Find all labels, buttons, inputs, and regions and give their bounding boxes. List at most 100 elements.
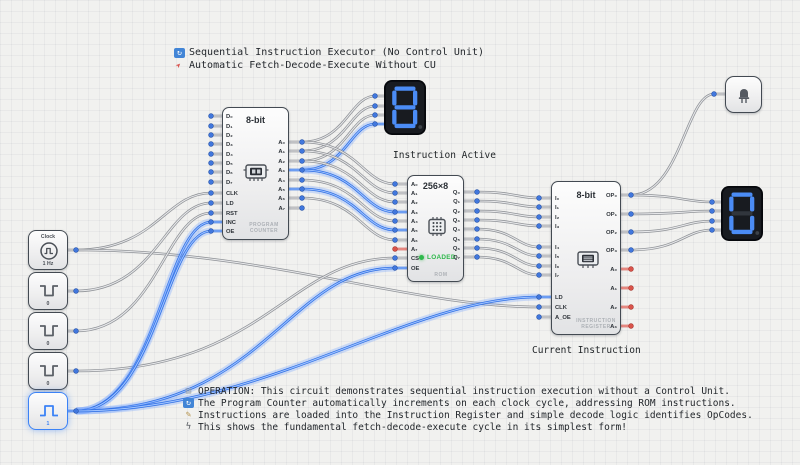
pin-dot[interactable] [299,139,305,145]
pin-dot[interactable] [208,210,214,216]
pin-dot[interactable] [536,244,542,250]
pin-dot[interactable] [73,408,79,414]
wire[interactable] [476,255,540,277]
wire[interactable] [301,168,396,214]
pin-dot[interactable] [208,160,214,166]
pin-dot[interactable] [208,151,214,157]
pin-dot[interactable] [299,177,305,183]
wire[interactable] [630,92,715,197]
pin-dot[interactable] [392,181,398,187]
wire[interactable] [301,94,376,144]
pin-dot[interactable] [536,204,542,210]
wire[interactable] [75,229,212,413]
wire[interactable] [75,248,540,309]
input-button-4[interactable]: 1 [28,392,68,430]
pin-dot[interactable] [536,214,542,220]
input-button-2[interactable]: 0 [28,312,68,350]
pin-dot[interactable] [372,103,378,109]
led-block[interactable] [725,76,762,113]
wire[interactable] [301,140,396,186]
wire[interactable] [301,113,376,163]
pin-dot[interactable] [474,226,480,232]
pin-dot[interactable] [299,167,305,173]
pin-dot[interactable] [536,223,542,229]
wire[interactable] [476,227,540,249]
pin-dot[interactable] [628,229,634,235]
pin-dot[interactable] [73,368,79,374]
pin-dot[interactable] [709,218,715,224]
pin-dot[interactable] [628,285,634,291]
pin-dot[interactable] [536,294,542,300]
pin-dot[interactable] [392,199,398,205]
pin-dot[interactable] [392,227,398,233]
pin-dot[interactable] [392,265,398,271]
pin-dot[interactable] [392,218,398,224]
wire[interactable] [630,193,713,204]
wire[interactable] [301,149,396,195]
pin-dot[interactable] [628,323,634,329]
pin-dot[interactable] [536,195,542,201]
pin-dot[interactable] [392,246,398,252]
pin-dot[interactable] [628,266,634,272]
pin-dot[interactable] [299,158,305,164]
pin-dot[interactable] [474,198,480,204]
pin-dot[interactable] [474,189,480,195]
pin-dot[interactable] [709,208,715,214]
pin-dot[interactable] [392,255,398,261]
pin-dot[interactable] [299,148,305,154]
pin-dot[interactable] [536,314,542,320]
pin-dot[interactable] [709,227,715,233]
wire[interactable] [301,196,396,242]
pin-dot[interactable] [208,179,214,185]
seven-segment-display-opcode[interactable] [721,186,763,241]
pin-dot[interactable] [208,123,214,129]
pin-dot[interactable] [474,245,480,251]
wire[interactable] [75,201,212,293]
pin-dot[interactable] [208,190,214,196]
pin-dot[interactable] [628,304,634,310]
wire[interactable] [301,178,396,223]
wire[interactable] [476,190,540,200]
seven-segment-display-instruction[interactable] [384,80,426,135]
annotation-header[interactable]: ↻ Sequential Instruction Executor (No Co… [174,46,484,72]
pin-dot[interactable] [208,169,214,175]
pin-dot[interactable] [536,253,542,259]
clock-source[interactable]: Clock 1 Hz [28,230,68,270]
pin-dot[interactable] [474,236,480,242]
wire[interactable] [476,246,540,268]
annotation-footer[interactable]: ▤ OPERATION: This circuit demonstrates s… [183,385,753,433]
pin-dot[interactable] [73,288,79,294]
pin-dot[interactable] [536,304,542,310]
pin-dot[interactable] [474,254,480,260]
ir-caption[interactable]: Current Instruction [532,345,641,356]
wire[interactable] [476,237,540,258]
pin-dot[interactable] [299,186,305,192]
pin-dot[interactable] [208,113,214,119]
pin-dot[interactable] [474,208,480,214]
pin-dot[interactable] [299,195,305,201]
pin-dot[interactable] [474,217,480,223]
pin-dot[interactable] [392,190,398,196]
pin-dot[interactable] [372,121,378,127]
pin-dot[interactable] [208,228,214,234]
wire[interactable] [301,187,396,232]
wire[interactable] [75,256,396,373]
pin-dot[interactable] [711,91,717,97]
pin-dot[interactable] [208,132,214,138]
pin-dot[interactable] [392,209,398,215]
pin-dot[interactable] [709,199,715,205]
pin-dot[interactable] [372,112,378,118]
input-button-3[interactable]: 0 [28,352,68,390]
pin-dot[interactable] [73,247,79,253]
pin-dot[interactable] [208,200,214,206]
input-button-1[interactable]: 0 [28,272,68,310]
wire[interactable] [75,191,212,252]
wire[interactable] [75,211,212,333]
pin-dot[interactable] [628,247,634,253]
wire[interactable] [301,122,376,172]
pin-dot[interactable] [208,219,214,225]
display1-caption[interactable]: Instruction Active [393,150,496,161]
